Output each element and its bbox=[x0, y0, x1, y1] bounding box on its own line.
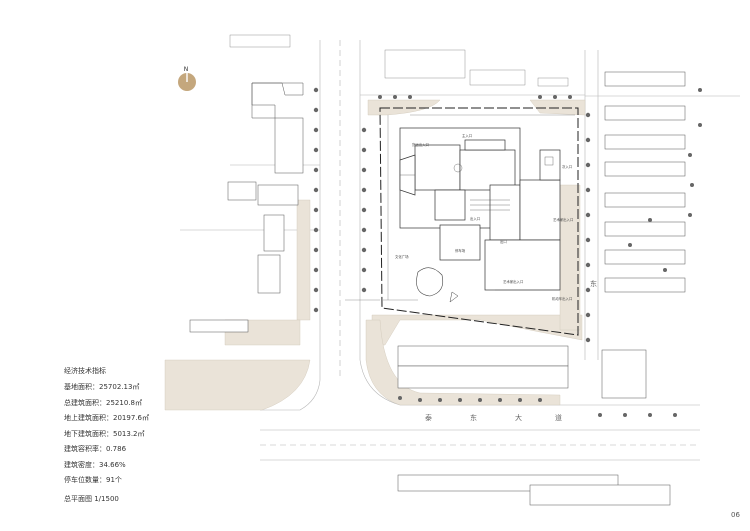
sculpture-mark bbox=[449, 291, 459, 303]
technical-indicators: 经济技术指标 基地面积：25702.13㎡ 总建筑面积：25210.8㎡ 地上建… bbox=[64, 368, 149, 493]
south-residential-block bbox=[397, 345, 671, 506]
vehicle-entrance-label: 机动车出入口 bbox=[552, 296, 572, 301]
stat-plot-ratio: 建筑容积率：0.786 bbox=[64, 445, 127, 453]
west-buildings bbox=[189, 82, 304, 333]
stat-building-density: 建筑密度：34.66% bbox=[64, 460, 126, 469]
stat-above-ground-area: 地上建筑面积：20197.6㎡ bbox=[64, 414, 149, 422]
tree-row-residential bbox=[628, 88, 702, 272]
road-label-3: 大 bbox=[515, 413, 522, 422]
road-label-4: 道 bbox=[555, 413, 562, 422]
exit-1-label: 出口 bbox=[500, 239, 507, 244]
tree-row-west-road bbox=[313, 87, 319, 313]
culture-square-label: 文化广场 bbox=[395, 254, 409, 259]
plaza-areas bbox=[164, 99, 586, 411]
stats-title: 经济技术指标 bbox=[64, 367, 106, 375]
road-labels: 泰 东 大 道 东 bbox=[425, 279, 597, 422]
road-network bbox=[180, 40, 740, 461]
tree-row-east-road bbox=[361, 127, 367, 293]
north-arrow: N bbox=[178, 66, 196, 91]
service-entrance-label: 货运出入口 bbox=[412, 142, 429, 147]
east-residential-blocks bbox=[601, 71, 686, 399]
building-details bbox=[400, 156, 560, 291]
garden-pond bbox=[416, 267, 444, 297]
plan-annotations: 主入口 货运出入口 次入口 艺术家出入口 出口 文化广场 停车场 艺术家出入口 … bbox=[395, 133, 573, 301]
art-entrance-label: 艺术家出入口 bbox=[553, 217, 573, 222]
parking-label: 停车场 bbox=[455, 248, 466, 253]
stat-total-floor-area: 总建筑面积：25210.8㎡ bbox=[64, 398, 142, 407]
road-label-east: 东 bbox=[590, 279, 597, 288]
main-entrance-label: 主入口 bbox=[462, 133, 472, 138]
stat-site-area: 基地面积：25702.13㎡ bbox=[64, 383, 140, 391]
north-arrow-needle bbox=[186, 73, 188, 82]
side-entrance-label: 次入口 bbox=[562, 164, 572, 169]
building-complex bbox=[399, 127, 561, 291]
art-entry-2-label: 艺术家出入口 bbox=[503, 279, 523, 284]
page-number: 06 bbox=[731, 511, 740, 519]
site-boundary bbox=[379, 107, 579, 336]
north-label: N bbox=[184, 66, 189, 73]
dimension-lines bbox=[345, 114, 575, 301]
tree-row-north bbox=[378, 95, 572, 99]
tree-row-east-site bbox=[585, 112, 591, 343]
exit-2-label: 出入口 bbox=[470, 216, 480, 221]
tree-row-south bbox=[398, 396, 677, 417]
stat-parking-count: 停车位数量：91个 bbox=[64, 476, 122, 484]
plan-title: 总平面图 1/1500 bbox=[64, 495, 119, 503]
stat-underground-area: 地下建筑面积：5013.2㎡ bbox=[64, 429, 145, 438]
road-label-2: 东 bbox=[470, 413, 477, 422]
tree-rows bbox=[313, 87, 702, 417]
road-label-1: 泰 bbox=[425, 413, 432, 422]
north-buildings bbox=[229, 34, 569, 87]
